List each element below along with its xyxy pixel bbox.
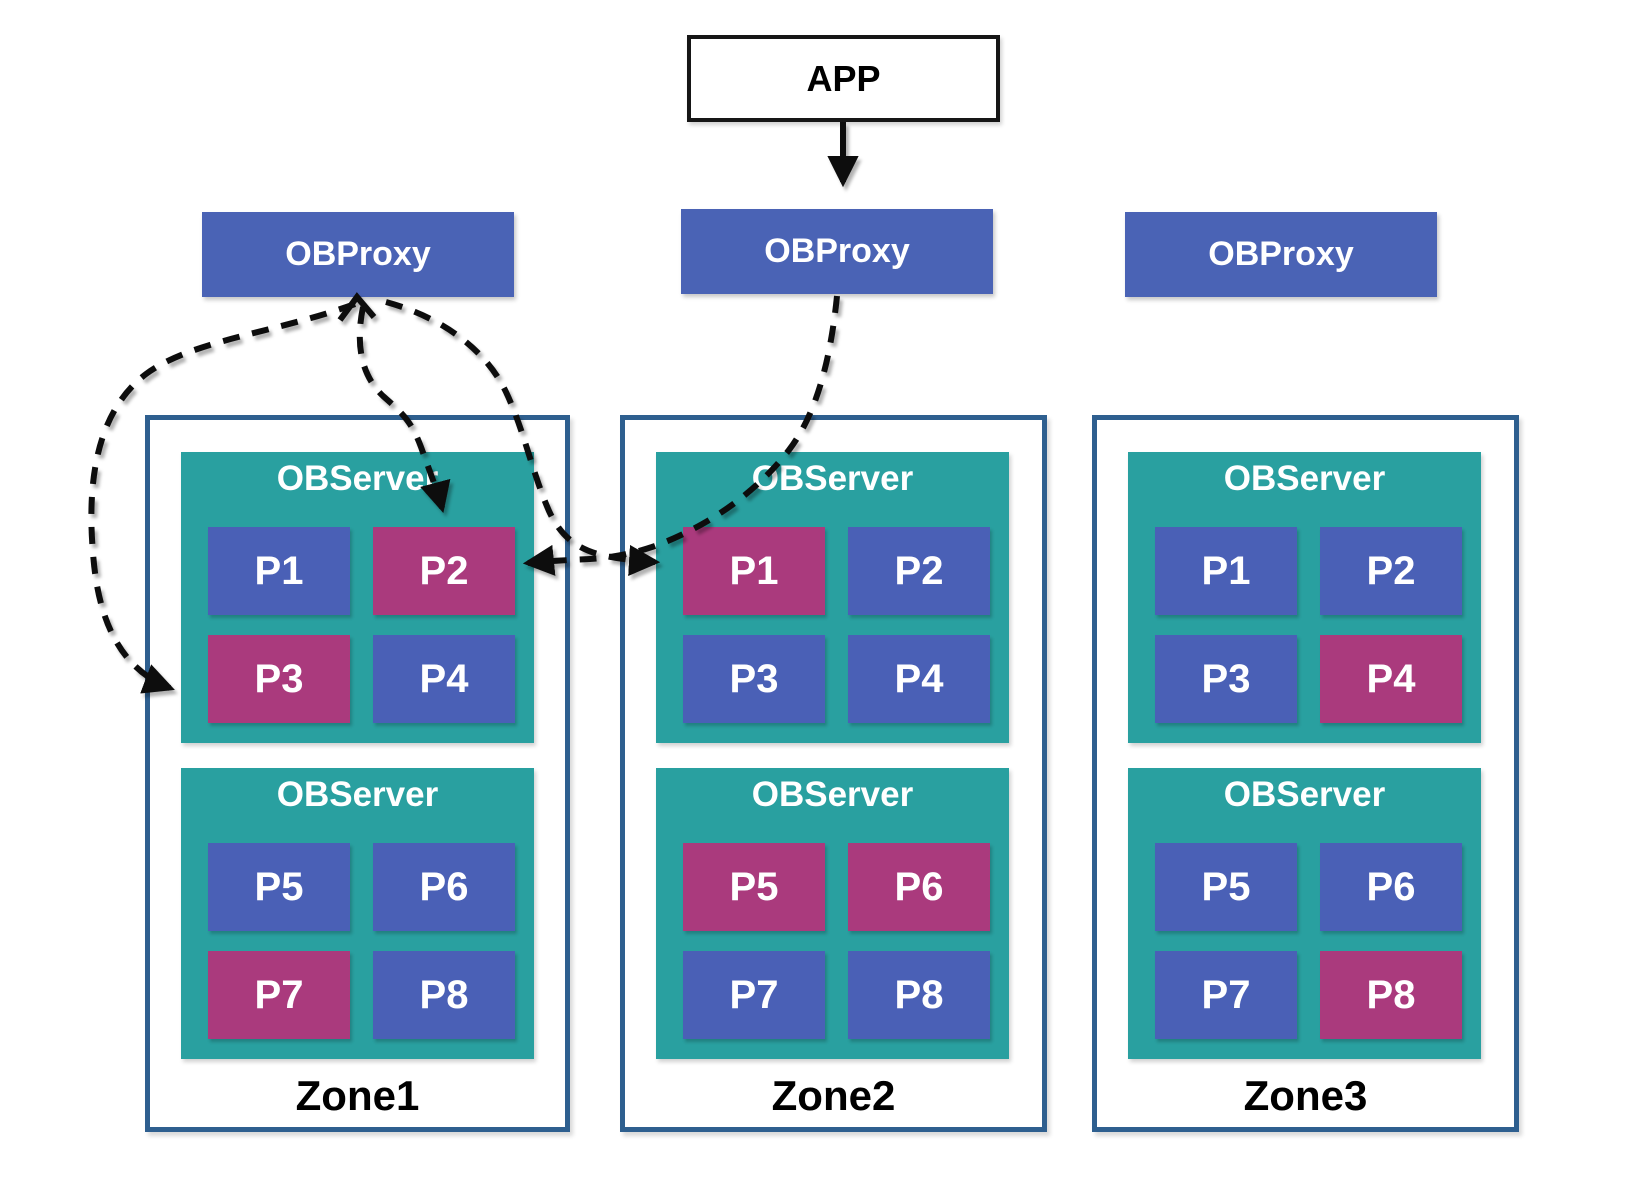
- partition-zone1-p8: P8: [373, 951, 515, 1039]
- observer-box: OBServer P1 P2 P3 P4: [656, 452, 1009, 743]
- partition-label: P7: [1201, 972, 1251, 1017]
- obproxy-box-zone2: OBProxy: [681, 209, 993, 294]
- partition-label: P8: [894, 972, 944, 1017]
- partition-zone3-p6: P6: [1320, 843, 1462, 931]
- obproxy-box-zone3: OBProxy: [1125, 212, 1437, 297]
- partition-label: P8: [1366, 972, 1416, 1017]
- obproxy-label: OBProxy: [1208, 235, 1354, 273]
- zone-1: OBServer P1 P2 P3 P4 OBServer P5 P6 P7 P…: [145, 415, 570, 1132]
- obproxy-label: OBProxy: [285, 235, 431, 273]
- partition-label: P3: [729, 656, 779, 701]
- partition-zone3-p3: P3: [1155, 635, 1297, 723]
- partition-label: P1: [1201, 548, 1251, 593]
- zone-label: Zone3: [1243, 1072, 1368, 1119]
- observer-box: OBServer P5 P6 P7 P8: [181, 768, 534, 1059]
- obproxy-label: OBProxy: [764, 232, 910, 270]
- partition-zone3-p7: P7: [1155, 951, 1297, 1039]
- partition-zone2-p2: P2: [848, 527, 990, 615]
- partition-label: P5: [254, 864, 304, 909]
- observer-box: OBServer P1 P2 P3 P4: [181, 452, 534, 743]
- partition-label: P2: [419, 548, 469, 593]
- partition-label: P2: [1366, 548, 1416, 593]
- observer-box: OBServer P5 P6 P7 P8: [656, 768, 1009, 1059]
- partition-zone3-p2: P2: [1320, 527, 1462, 615]
- zone-label: Zone2: [771, 1072, 896, 1119]
- partition-label: P1: [729, 548, 779, 593]
- partition-zone2-p1: P1: [683, 527, 825, 615]
- partition-zone1-p6: P6: [373, 843, 515, 931]
- partition-label: P7: [254, 972, 304, 1017]
- obproxy1-up-chevron-arrowhead: [337, 292, 377, 322]
- observer-title: OBServer: [1223, 775, 1386, 814]
- partition-zone1-p4: P4: [373, 635, 515, 723]
- partition-label: P4: [1366, 656, 1416, 701]
- partition-label: P8: [419, 972, 469, 1017]
- partition-zone2-p8: P8: [848, 951, 990, 1039]
- partition-label: P6: [1366, 864, 1416, 909]
- partition-label: P4: [894, 656, 944, 701]
- partition-zone1-p7: P7: [208, 951, 350, 1039]
- partition-zone3-p4: P4: [1320, 635, 1462, 723]
- partition-label: P6: [419, 864, 469, 909]
- zone-3: OBServer P1 P2 P3 P4 OBServer P5 P6 P7 P…: [1092, 415, 1519, 1132]
- partition-zone2-p7: P7: [683, 951, 825, 1039]
- app-label: APP: [806, 57, 881, 99]
- observer-title: OBServer: [1223, 459, 1386, 498]
- observer-title: OBServer: [276, 775, 439, 814]
- partition-zone2-p6: P6: [848, 843, 990, 931]
- observer-box: OBServer P1 P2 P3 P4: [1128, 452, 1481, 743]
- partition-label: P3: [254, 656, 304, 701]
- partition-zone1-p3: P3: [208, 635, 350, 723]
- partition-label: P1: [254, 548, 304, 593]
- app-box: APP: [687, 35, 1000, 122]
- partition-zone2-p4: P4: [848, 635, 990, 723]
- partition-zone1-p5: P5: [208, 843, 350, 931]
- partition-zone1-p2: P2: [373, 527, 515, 615]
- zone-2: OBServer P1 P2 P3 P4 OBServer P5 P6 P7 P…: [620, 415, 1047, 1132]
- partition-label: P7: [729, 972, 779, 1017]
- partition-zone2-p3: P3: [683, 635, 825, 723]
- zone-label: Zone1: [295, 1072, 420, 1119]
- partition-label: P5: [1201, 864, 1251, 909]
- partition-zone3-p1: P1: [1155, 527, 1297, 615]
- observer-title: OBServer: [751, 775, 914, 814]
- observer-title: OBServer: [276, 459, 439, 498]
- partition-zone2-p5: P5: [683, 843, 825, 931]
- obproxy-box-zone1: OBProxy: [202, 212, 514, 297]
- partition-zone3-p5: P5: [1155, 843, 1297, 931]
- observer-box: OBServer P5 P6 P7 P8: [1128, 768, 1481, 1059]
- partition-zone3-p8: P8: [1320, 951, 1462, 1039]
- partition-zone1-p1: P1: [208, 527, 350, 615]
- observer-title: OBServer: [751, 459, 914, 498]
- partition-label: P4: [419, 656, 469, 701]
- partition-label: P5: [729, 864, 779, 909]
- partition-label: P2: [894, 548, 944, 593]
- partition-label: P6: [894, 864, 944, 909]
- partition-label: P3: [1201, 656, 1251, 701]
